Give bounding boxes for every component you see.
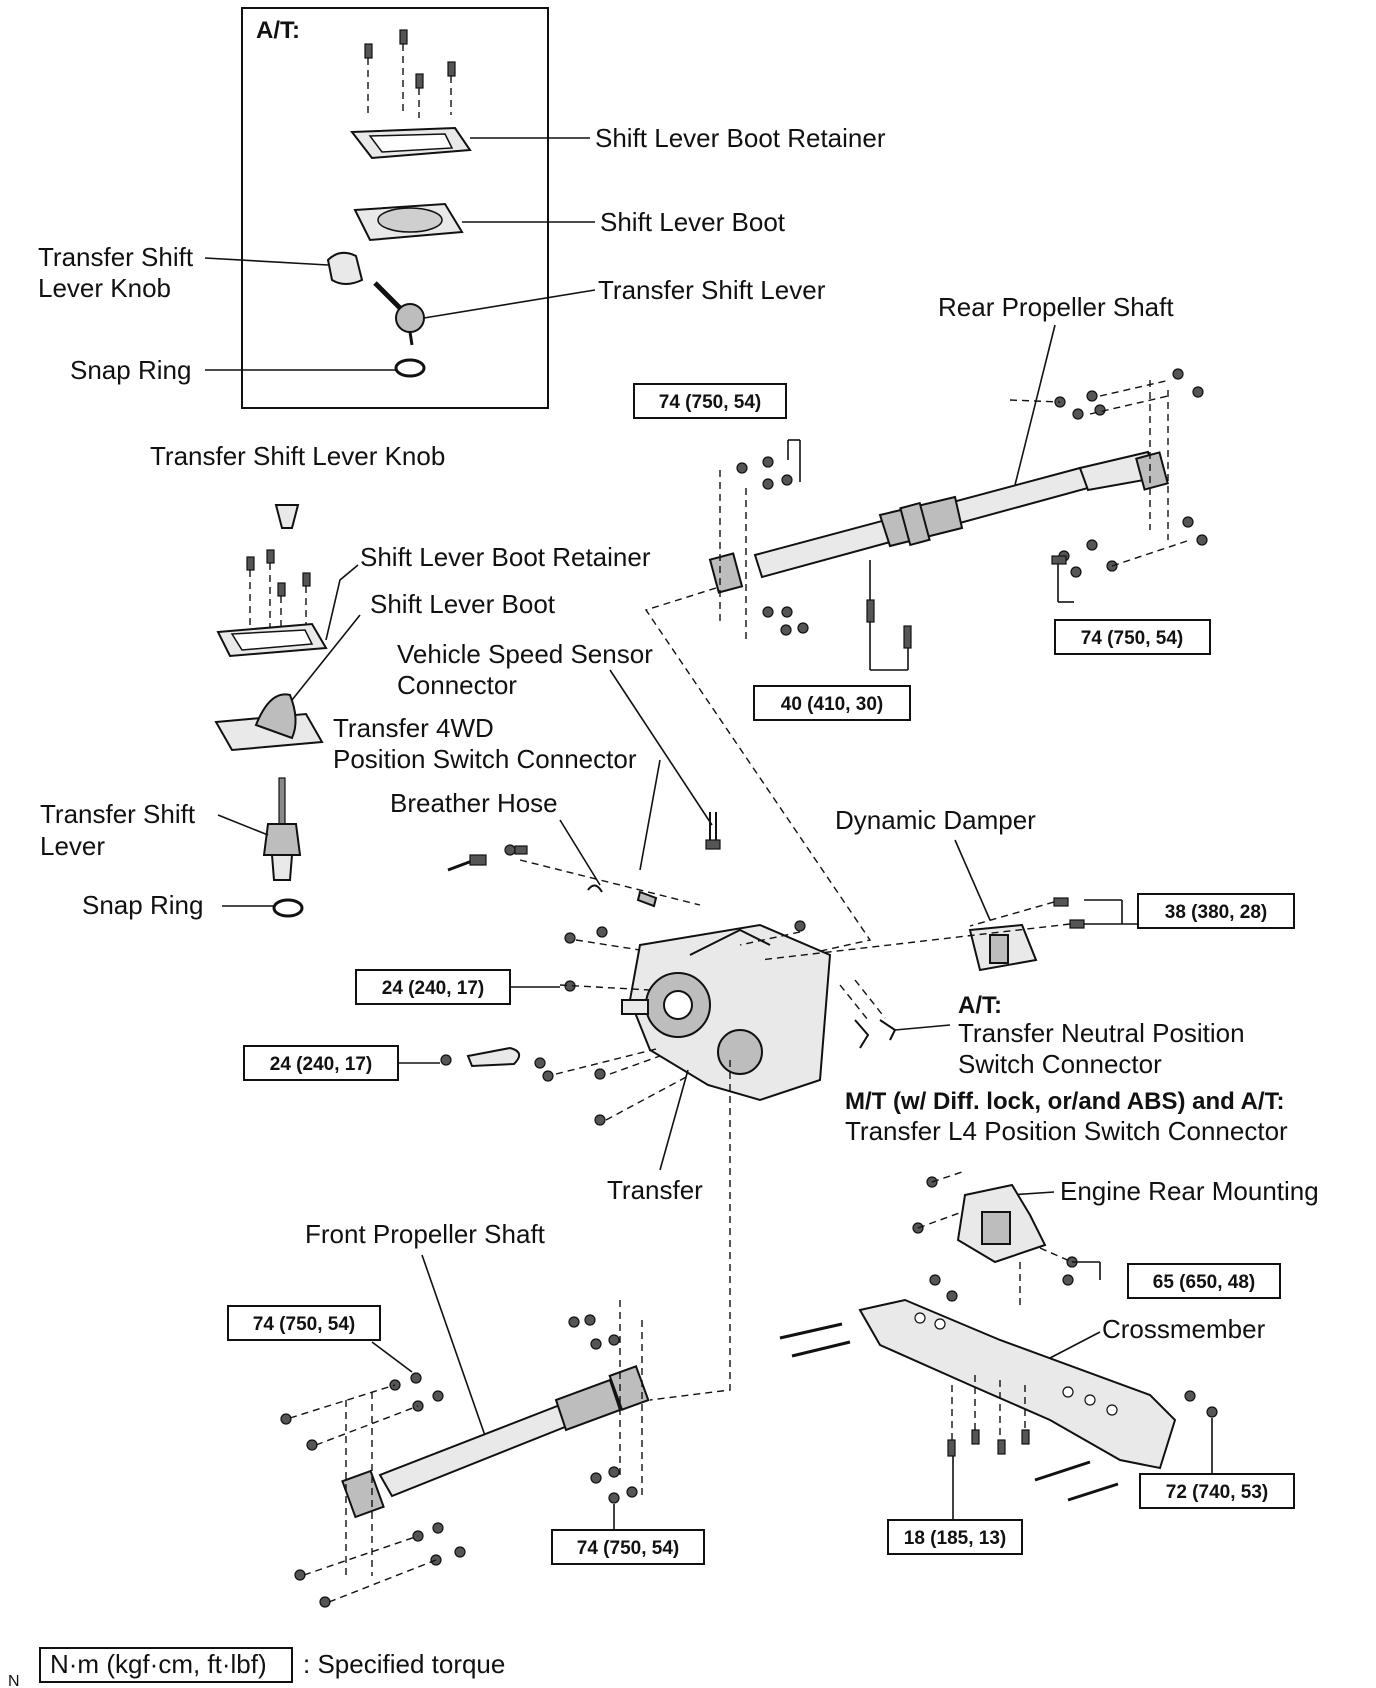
neutral-switch-connector-icon [839,979,897,1049]
legend-text: : Specified torque [303,1649,505,1679]
t4wd-label-2: Position Switch Connector [333,744,637,774]
svg-text:24 (240, 17): 24 (240, 17) [270,1054,372,1075]
torque-damper: 38 (380, 28) [1137,893,1295,929]
torque-rear-right: 74 (750, 54) [1054,619,1211,655]
vss-label-1: Vehicle Speed Sensor [397,639,653,669]
torque-transfer-lower: 24 (240, 17) [243,1045,521,1081]
snap-ring-label: Snap Ring [82,890,203,920]
damper-bolts-icon [759,897,1138,961]
at-lever-label: Transfer Shift Lever [598,275,826,305]
neutral-label-1: Transfer Neutral Position [958,1018,1245,1048]
neutral-label-2: Switch Connector [958,1049,1162,1079]
breather-label: Breather Hose [390,788,558,818]
transfer-label: Transfer [607,1175,703,1205]
torque-crossmember-left: 18 (185, 13) [887,1519,1023,1555]
crossmember-bolts-icon [779,1274,1218,1520]
engine-mount-label: Engine Rear Mounting [1060,1176,1319,1206]
rear-shaft-icon [708,450,1169,594]
boot-retainer-bolts-icon [246,549,311,630]
engine-mount-bolts-icon [912,1171,1101,1310]
knob-icon [274,504,300,529]
damper-icon [968,923,1038,972]
legend-box [39,1647,293,1683]
t4wd-label-1: Transfer 4WD [333,713,494,743]
torque-mounting: 65 (650, 48) [1127,1263,1281,1299]
at-snap-ring-icon [394,358,426,378]
mt-shift-stack: Transfer Shift Lever Knob Shift Lever Bo… [40,441,651,920]
neutral-at-label: A/T: [958,992,1002,1019]
lever-label-1: Transfer Shift [40,799,196,829]
front-shaft-icon [341,1365,650,1519]
legend-unit: N·m (kgf·cm, ft·lbf) [50,1649,267,1679]
l4-mt-label: M/T (w/ Diff. lock, or/and ABS) and A/T: [845,1088,1285,1115]
torque-front-right: 74 (750, 54) [551,1529,705,1565]
torque-transfer-upper: 24 (240, 17) [355,969,560,1005]
torque-rear-left: 74 (750, 54) [633,383,787,419]
crossmember-label: Crossmember [1102,1314,1266,1344]
svg-text:74 (750, 54): 74 (750, 54) [659,392,761,413]
svg-text:72 (740, 53): 72 (740, 53) [1166,1482,1268,1503]
legend: N·m (kgf·cm, ft·lbf) : Specified torque [39,1647,505,1683]
rear-shaft-bolts-icon [719,368,1208,671]
svg-text:74 (750, 54): 74 (750, 54) [577,1538,679,1559]
knob-label: Transfer Shift Lever Knob [150,441,445,471]
engine-mount-icon [956,1183,1047,1264]
at-boot-retainer-label: Shift Lever Boot Retainer [595,123,886,153]
crossmember-icon [858,1298,1177,1470]
l4-label: Transfer L4 Position Switch Connector [845,1116,1288,1146]
svg-text:24 (240, 17): 24 (240, 17) [382,978,484,999]
at-retainer-bolts-icon [364,29,456,118]
vss-connector-icon [705,812,721,850]
svg-text:65 (650, 48): 65 (650, 48) [1153,1272,1255,1293]
at-inset-title: A/T: [256,17,300,44]
at-boot-label: Shift Lever Boot [600,207,786,237]
lever-icon [262,777,302,881]
at-inset: A/T: Shift Lever Boot Retainer Shift Lev… [38,7,886,409]
damper-label: Dynamic Damper [835,805,1036,835]
lever-label-2: Lever [40,831,105,861]
snap-ring-icon [272,898,304,918]
svg-text:74 (750, 54): 74 (750, 54) [253,1314,355,1335]
front-shaft-bolts-icon [280,1300,643,1608]
torque-center-bearing: 40 (410, 30) [753,685,911,721]
boot-retainer-label: Shift Lever Boot Retainer [360,542,651,572]
svg-text:40 (410, 30): 40 (410, 30) [781,694,883,715]
transfer-icon [621,923,832,1102]
svg-text:38 (380, 28): 38 (380, 28) [1165,902,1267,923]
at-snap-ring-label: Snap Ring [70,355,191,385]
transfer-bolts-icon [447,844,806,1126]
front-shaft-label: Front Propeller Shaft [305,1219,546,1249]
torque-front-left: 74 (750, 54) [227,1305,381,1341]
at-knob-label-1: Transfer Shift [38,242,194,272]
breather-hose-icon [587,884,658,908]
svg-text:18 (185, 13): 18 (185, 13) [904,1528,1006,1549]
rear-shaft-label: Rear Propeller Shaft [938,292,1174,322]
svg-text:74 (750, 54): 74 (750, 54) [1081,628,1183,649]
vss-label-2: Connector [397,670,517,700]
corner-mark: N [8,1673,20,1688]
boot-label: Shift Lever Boot [370,589,556,619]
at-knob-icon [326,251,364,285]
torque-crossmember-right: 72 (740, 53) [1139,1473,1295,1509]
at-knob-label-2: Lever Knob [38,273,171,303]
